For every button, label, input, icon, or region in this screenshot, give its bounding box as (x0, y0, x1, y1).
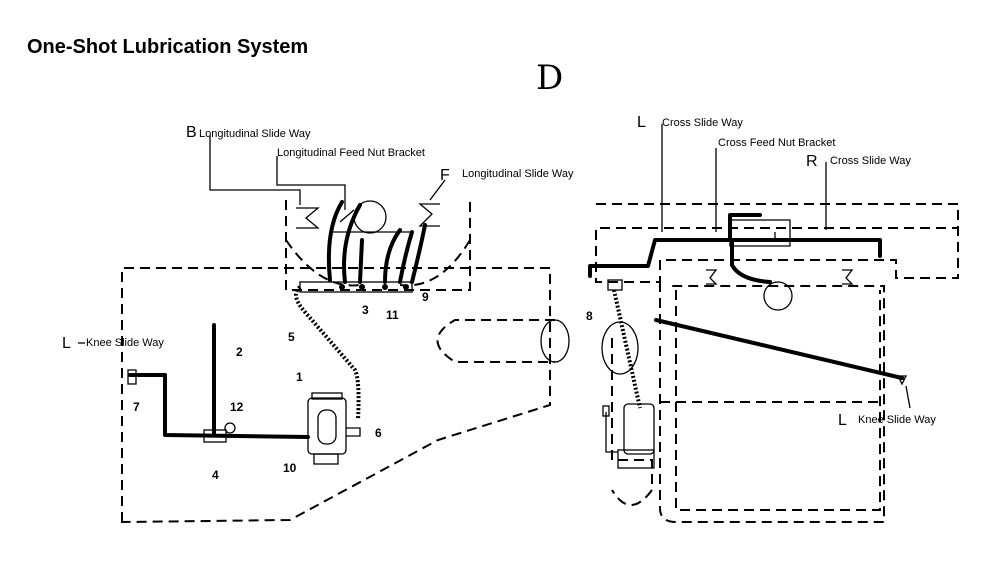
right-pump-body (623, 403, 655, 455)
distributor-fitting-c (382, 284, 388, 290)
label-b-letter: B (186, 124, 197, 141)
callout-8: 8 (586, 309, 593, 323)
leader-l-knee-right (905, 385, 911, 409)
callout-11: 11 (386, 308, 399, 322)
label-l-cross-letter: L (637, 114, 646, 131)
knee-inner-line (675, 290, 881, 511)
knee-slide-fitting (896, 375, 908, 386)
label-feed-nut: Longitudinal Feed Nut Bracket (277, 147, 425, 159)
side-boss (436, 319, 555, 363)
pump-base (313, 453, 339, 465)
left-view: B Longitudinal Slide Way Longitudinal Fe… (62, 124, 574, 524)
right-view: L Cross Slide Way Cross Feed Nut Bracket… (586, 114, 959, 523)
view-letter: D (536, 58, 564, 98)
tube-bundle (326, 200, 427, 284)
label-l-knee-text: Knee Slide Way (86, 337, 164, 349)
callout-6: 6 (375, 426, 382, 440)
main-line (128, 373, 310, 439)
leader-f (429, 179, 446, 201)
table-outline (595, 203, 959, 283)
distributor-fitting-a (339, 284, 345, 290)
vertical-hose (612, 289, 642, 409)
column-bracket (611, 338, 653, 506)
pump-cap (311, 392, 343, 400)
pump-body (307, 397, 347, 455)
saddle-outline (285, 200, 471, 291)
callout-2: 2 (236, 345, 243, 359)
label-l-cross-text: Cross Slide Way (662, 117, 743, 129)
callout-7: 7 (133, 400, 140, 414)
label-l-knee-right-text: Knee Slide Way (858, 414, 936, 426)
label-r-cross-letter: R (806, 153, 818, 170)
callout-12: 12 (230, 400, 244, 414)
right-pump-base (617, 449, 655, 469)
pump-outlet-6 (346, 427, 361, 437)
callout-3: 3 (362, 303, 369, 317)
left-body-outline (121, 267, 551, 524)
label-b-text: Longitudinal Slide Way (199, 128, 311, 140)
cross-feed-nut-circle (763, 281, 793, 311)
side-boss-end (540, 319, 570, 363)
tee-fitting-4 (203, 429, 227, 443)
label-f-text: Longitudinal Slide Way (462, 168, 574, 180)
hose-5 (294, 285, 361, 421)
fitting-7 (127, 369, 137, 385)
cross-feed-nut-bracket (729, 219, 791, 247)
dovetail-left (296, 207, 320, 229)
dovetail-right (418, 203, 440, 227)
fitting-12 (224, 422, 236, 434)
label-r-cross-text: Cross Slide Way (830, 155, 911, 167)
callout-5: 5 (288, 330, 295, 344)
knee-slide-line (654, 318, 904, 380)
label-cross-nut: Cross Feed Nut Bracket (718, 137, 835, 149)
leader-feed-nut (276, 156, 346, 210)
callout-1: 1 (296, 370, 303, 384)
label-f-letter: F (440, 167, 450, 184)
dovetail-cross-left (706, 269, 718, 285)
leader-b (209, 135, 301, 205)
pump-sight-glass (317, 409, 337, 445)
right-pump-handle (605, 412, 618, 453)
callout-4: 4 (212, 468, 219, 482)
dovetail-cross-right (842, 269, 854, 285)
distributor-fitting-d (403, 284, 409, 290)
cross-branch-line (728, 213, 772, 284)
cross-main-line (588, 238, 882, 278)
callout-9: 9 (422, 290, 429, 304)
page-title: One-Shot Lubrication System (27, 36, 309, 58)
distributor-fitting-b (359, 284, 365, 290)
label-l-knee-letter: L (62, 335, 71, 352)
callout-10: 10 (283, 461, 297, 475)
label-l-knee-right-letter: L (838, 412, 847, 429)
column-boss (601, 321, 639, 375)
knee-outline (659, 282, 885, 523)
right-pump-knob (602, 405, 610, 417)
